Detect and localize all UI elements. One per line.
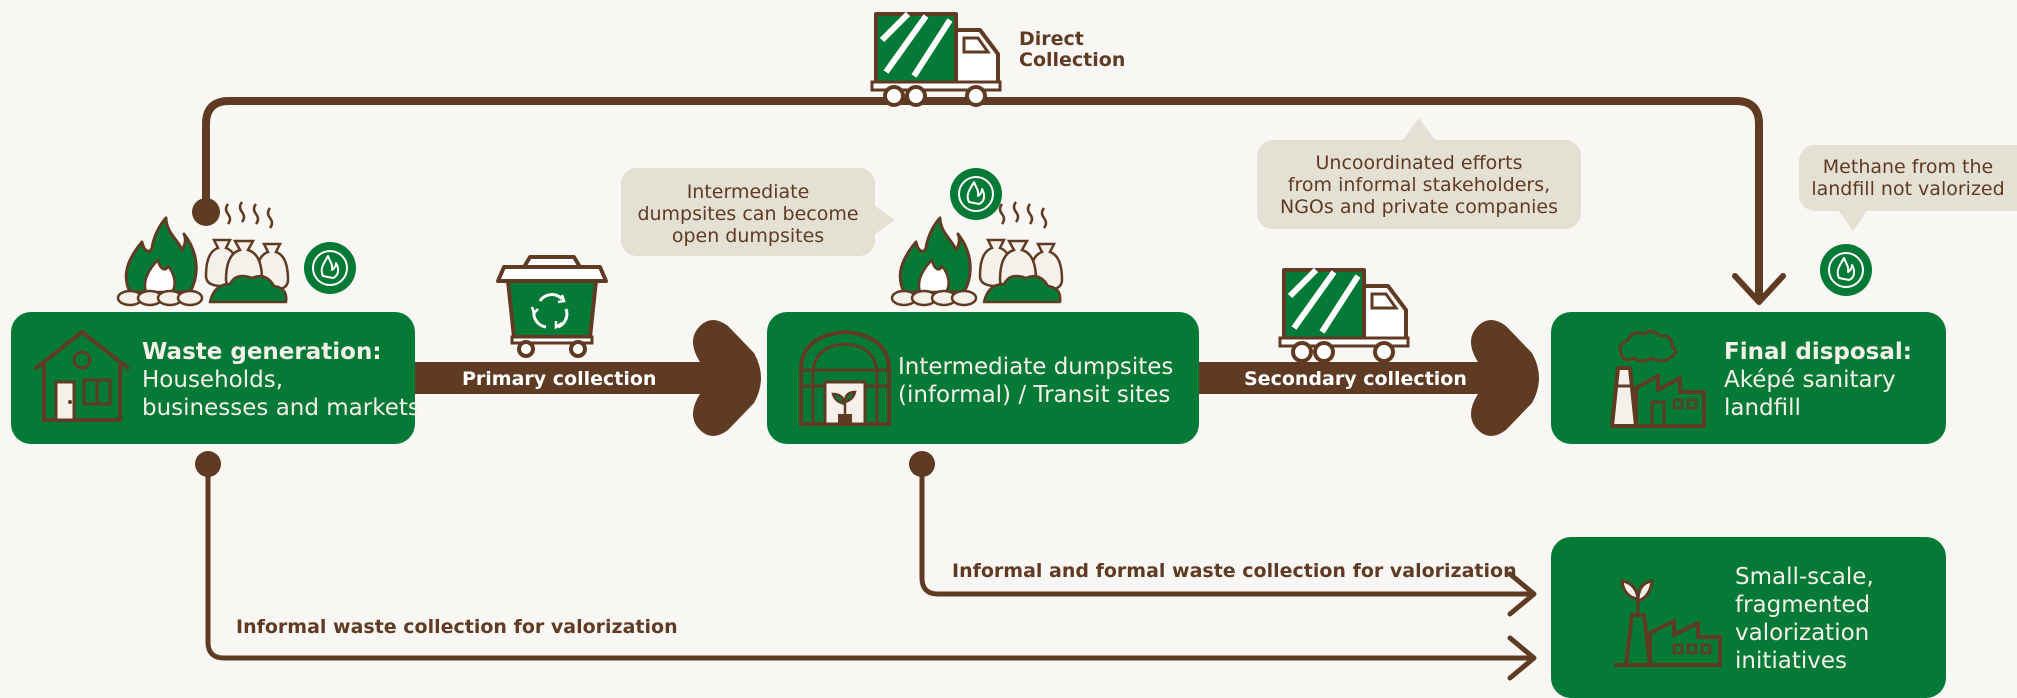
secondary-collection-arrow xyxy=(1196,320,1539,436)
informal-formal-collection-line xyxy=(919,464,1532,597)
waste-generation-text: Waste generation: Households, businesses… xyxy=(142,338,420,422)
fire-icon xyxy=(116,216,204,307)
informal-formal-collection-label: Informal and formal waste collection for… xyxy=(952,560,1517,582)
final-disposal-text: Final disposal: Aképé sanitary landfill xyxy=(1724,338,1912,422)
secondary-collection-truck-icon xyxy=(1280,270,1408,361)
methane-icon xyxy=(303,241,357,295)
informal-collection-arrowhead xyxy=(1507,635,1537,681)
house-icon xyxy=(34,330,130,422)
recycling-bin-icon xyxy=(496,255,608,358)
direct-collection-line1: Direct xyxy=(1019,28,1084,50)
direct-collection-origin-dot xyxy=(192,198,220,226)
direct-collection-line2: Collection xyxy=(1019,49,1126,71)
valorization-line4: initiatives xyxy=(1735,648,1848,674)
methane-icon xyxy=(1819,243,1873,297)
greenhouse-icon xyxy=(799,330,891,426)
informal-formal-collection-origin-dot xyxy=(909,451,935,477)
fire-icon xyxy=(890,216,978,307)
uncoordinated-bubble-line3: NGOs and private companies xyxy=(1279,196,1559,218)
uncoordinated-bubble-line1: Uncoordinated efforts xyxy=(1315,152,1523,174)
direct-collection-label: Direct Collection xyxy=(1019,29,1125,71)
waste-generation-box xyxy=(11,312,415,444)
final-disposal-line2: landfill xyxy=(1724,395,1801,421)
waste-bags-icon xyxy=(978,200,1064,304)
direct-collection-truck-icon xyxy=(872,14,1000,105)
valorization-line1: Small-scale, xyxy=(1735,564,1874,590)
methane-bubble: Methane from the landfill not valorized xyxy=(1799,145,2017,231)
primary-collection-label: Primary collection xyxy=(462,368,657,390)
waste-generation-line2: businesses and markets xyxy=(142,395,420,421)
primary-collection-arrow xyxy=(414,320,761,436)
intermediate-dumpsites-text: Intermediate dumpsites (informal) / Tran… xyxy=(898,353,1173,409)
waste-generation-line1: Households, xyxy=(142,367,284,393)
methane-bubble-line2: landfill not valorized xyxy=(1811,178,2005,200)
informal-collection-line xyxy=(205,464,1532,661)
intermediate-bubble-line2: dumpsites can become xyxy=(637,203,859,225)
informal-collection-origin-dot xyxy=(195,451,221,477)
intermediate-line1: Intermediate dumpsites xyxy=(898,354,1174,380)
valorization-text: Small-scale, fragmented valorization ini… xyxy=(1735,563,1874,675)
methane-bubble-line1: Methane from the xyxy=(1822,156,1994,178)
intermediate-bubble-line1: Intermediate xyxy=(686,181,810,203)
secondary-collection-label: Secondary collection xyxy=(1244,368,1467,390)
informal-formal-collection-arrowhead xyxy=(1507,571,1537,617)
intermediate-line2: (informal) / Transit sites xyxy=(898,382,1171,408)
intermediate-dumpsites-bubble: Intermediate dumpsites can become open d… xyxy=(621,168,895,256)
factory-icon xyxy=(1610,329,1706,428)
uncoordinated-bubble-line2: from informal stakeholders, xyxy=(1287,174,1551,196)
waste-generation-title: Waste generation: xyxy=(142,339,382,365)
final-disposal-line1: Aképé sanitary xyxy=(1724,367,1896,393)
methane-icon xyxy=(949,167,1003,221)
intermediate-bubble-line3: open dumpsites xyxy=(671,225,825,247)
valorization-line3: valorization xyxy=(1735,620,1870,646)
final-disposal-title: Final disposal: xyxy=(1724,339,1912,365)
intermediate-dumpsites-box xyxy=(767,312,1199,444)
uncoordinated-efforts-bubble: Uncoordinated efforts from informal stak… xyxy=(1257,118,1581,229)
eco-factory-icon xyxy=(1614,579,1722,667)
informal-collection-label: Informal waste collection for valorizati… xyxy=(236,616,678,638)
valorization-line2: fragmented xyxy=(1735,592,1871,618)
direct-collection-arrowhead xyxy=(1732,273,1786,305)
